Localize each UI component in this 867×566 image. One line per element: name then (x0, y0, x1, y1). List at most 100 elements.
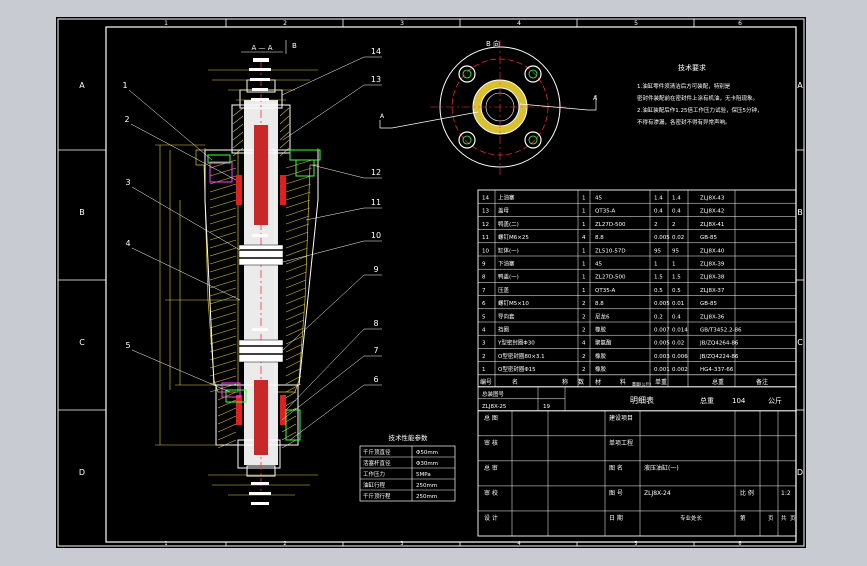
bom-cell: 0.006 (672, 354, 688, 360)
bom-cell: 下油塞 (498, 260, 515, 268)
bom-cell: ZLJ8X-38 (700, 275, 725, 281)
bom-cell: 0.005 (654, 235, 670, 241)
bom-cell: 0.02 (672, 235, 684, 241)
bom-cell: 0.005 (654, 301, 670, 307)
bom-cell: 8 (482, 275, 486, 281)
bom-cell: 0.003 (654, 354, 670, 360)
view-b-label: B 向 (486, 39, 500, 48)
perf-param-name: 千斤顶直径 (363, 448, 391, 456)
perf-param-name: 千斤顶行程 (363, 492, 391, 500)
title-left-label: 总 审 (484, 464, 498, 472)
zone-number-bottom: 5 (634, 541, 637, 547)
bom-cell: 45 (595, 196, 602, 202)
bom-cell: 45 (595, 262, 602, 268)
bom-cell: QT35-A (595, 288, 616, 294)
bom-cell: 0.5 (654, 288, 663, 294)
bom-cell: ZLJ8X-37 (700, 288, 725, 294)
bom-cell: Y型密封圈Φ30 (497, 339, 535, 347)
bom-header: 单重 (655, 378, 667, 386)
perf-param-name: 活塞杆直径 (363, 459, 391, 467)
title-right-label: 单项工程 (609, 439, 633, 447)
bom-header: 名 (512, 378, 518, 386)
bom-cell: 鸭盖(二) (498, 220, 519, 228)
bom-cell: 0.4 (654, 209, 663, 215)
title-left-label: 设 计 (484, 514, 498, 522)
bom-cell: 4 (482, 328, 486, 334)
bom-cell: 9 (482, 262, 486, 268)
bom-cell: 挡圈 (498, 326, 510, 334)
bom-cell: 2 (582, 314, 586, 320)
bom-cell: 3 (482, 341, 486, 347)
bom-header: 料 (620, 378, 626, 386)
zone-letter-right: B (797, 208, 803, 217)
bom-cell: 1.5 (654, 275, 663, 281)
balloon-label: 2 (124, 115, 129, 124)
bom-cell: GB/T3452.2-86 (700, 328, 742, 334)
bom-cell: 0.01 (672, 301, 684, 307)
bom-cell: 12 (482, 222, 489, 228)
zone-letter-left: C (79, 338, 85, 347)
balloon-label: 11 (371, 198, 381, 207)
bom-cell: O型密封圈Φ15 (498, 365, 536, 373)
total-unit: 公斤 (768, 396, 782, 405)
bom-cell: QT35-A (595, 209, 616, 215)
zone-number-bottom: 1 (164, 541, 167, 547)
bom-cell: O型密封圈80×3.1 (498, 352, 545, 360)
bom-cell: ZLJ8X-36 (700, 314, 725, 320)
balloon-label: 6 (373, 375, 378, 384)
bom-cell: 2 (582, 354, 586, 360)
zone-number-bottom: 3 (400, 541, 403, 547)
bom-cell: 1.5 (672, 275, 681, 281)
bom-cell: 5 (482, 314, 486, 320)
arrow-b-label: B (292, 42, 297, 50)
bom-cell: 1 (582, 275, 586, 281)
title-footer: 页 (768, 515, 774, 522)
bom-cell: 橡胶 (595, 352, 607, 360)
perf-param-value: 5MPa (416, 472, 431, 478)
bom-cell: 0.005 (654, 341, 670, 347)
perf-param-value: 250mm (416, 483, 437, 489)
bom-cell: 2 (672, 222, 676, 228)
bom-cell: 4 (582, 235, 586, 241)
view-b-flange: B 向 A A (379, 39, 598, 175)
zone-number-bottom: 2 (283, 541, 286, 547)
bom-cell: JB/ZQ4224-86 (699, 354, 739, 360)
balloon-label: 12 (371, 168, 381, 177)
bom-cell: 1 (582, 222, 586, 228)
spec-label: 明细表 (630, 395, 654, 405)
bom-cell: 0.002 (672, 367, 688, 373)
balloon-label: 8 (373, 319, 378, 328)
bom-cell: 1 (582, 288, 586, 294)
balloon-label: 1 (122, 81, 127, 90)
bom-cell: 2 (582, 328, 586, 334)
bom-header: 材 (595, 378, 601, 386)
bom-cell: 95 (654, 248, 661, 254)
bom-cell: 8.8 (595, 235, 604, 241)
bom-cell: ZLJ8X-39 (700, 262, 725, 268)
perf-param-name: 工作压力 (363, 470, 385, 478)
balloon-label: 5 (125, 341, 130, 350)
bom-header: 编号 (480, 378, 492, 386)
title-left-label: 总 图 (484, 414, 498, 422)
bom-cell: 8.8 (595, 301, 604, 307)
scale-label: 比 例 (740, 489, 754, 497)
tech-req-title: 技术要求 (678, 63, 706, 72)
bom-cell: 95 (672, 248, 679, 254)
bom-cell: 0.007 (654, 328, 670, 334)
title-footer: 页 (790, 515, 796, 522)
title-right-label: 建设项目 (609, 414, 633, 422)
assembly-label: 总装图号 (482, 390, 505, 398)
zone-number-top: 6 (738, 20, 742, 27)
scale-value: 1:2 (781, 490, 791, 497)
bom-cell: 聚氨酯 (595, 339, 612, 347)
perf-param-value: Φ50mm (416, 450, 438, 456)
bom-cell: 导向套 (498, 312, 515, 320)
bom-header: 备注 (756, 378, 768, 386)
bom-cell: 14 (482, 196, 489, 202)
title-footer: 第 (740, 514, 746, 522)
